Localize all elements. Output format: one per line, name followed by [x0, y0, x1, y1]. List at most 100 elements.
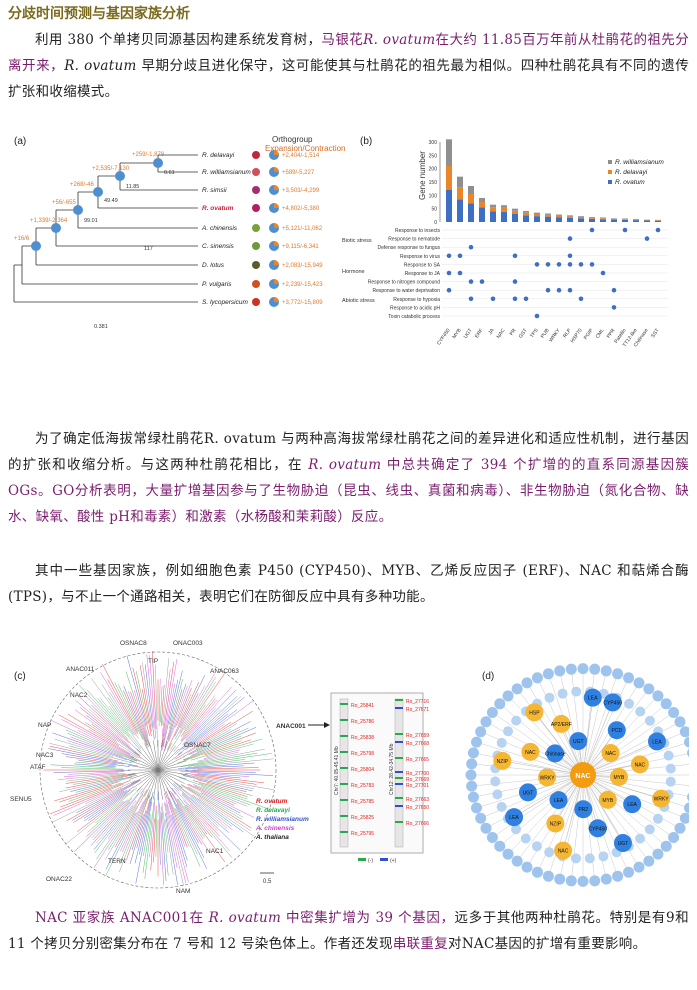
- species-name: A. chinensis: [201, 225, 238, 232]
- y-tick: 150: [429, 180, 438, 186]
- tree-branch: [129, 810, 147, 865]
- tree-branch: [158, 678, 161, 727]
- x-label: UGT: [463, 328, 474, 340]
- tree-branch: [123, 685, 149, 747]
- network-leaf: [665, 776, 676, 787]
- bar-delavayi: [633, 219, 639, 221]
- tree-branch: [168, 790, 205, 858]
- y-tick: 300: [429, 140, 438, 146]
- tree-branch: [135, 801, 152, 884]
- network-leaf: [494, 698, 506, 710]
- tree-branch: [186, 786, 243, 820]
- fig-a-node-pies: [31, 158, 163, 251]
- network-leaf: [521, 677, 533, 689]
- network-node: [613, 834, 632, 853]
- tree-branch: [175, 710, 253, 760]
- bar-delavayi: [567, 216, 573, 218]
- tree-branch: [123, 690, 148, 746]
- tree-branch: [181, 794, 218, 832]
- fig-a-panel-label: (a): [14, 136, 26, 147]
- clade-label: SENU5: [10, 796, 32, 803]
- network-node-label: UGT: [573, 739, 584, 745]
- network-node: [569, 732, 588, 751]
- tree-branch: [49, 719, 140, 762]
- network-node: [554, 841, 573, 860]
- term-dot: [490, 296, 496, 302]
- species-name: D. lotus: [202, 262, 225, 269]
- term-dot: [512, 279, 518, 284]
- bar-delavayi: [446, 166, 452, 190]
- gene-label-chr12: Ro_27701: [406, 783, 429, 789]
- term-dot: [468, 279, 474, 284]
- bar-williamsianum: [523, 211, 529, 213]
- bar-williamsianum: [479, 198, 485, 202]
- go-term: Response to JA: [405, 271, 441, 277]
- network-leaf: [531, 841, 542, 852]
- clade-label: ANAC011: [66, 666, 95, 673]
- network-node: [630, 755, 649, 774]
- x-label: PR: [509, 327, 518, 336]
- svg-text:+56/-655: +56/-655: [52, 200, 77, 206]
- tree-branch: [85, 780, 136, 804]
- species-expansion: +3,772/-15,809: [282, 300, 323, 306]
- tree-branch: [80, 707, 141, 756]
- tree-branch: [191, 727, 257, 756]
- term-dot: [600, 270, 606, 276]
- tree-branch: [174, 788, 230, 852]
- bar-ovatum: [534, 216, 540, 222]
- clade-label: NAM: [176, 888, 190, 895]
- term-dot: [468, 244, 474, 250]
- bar-ovatum: [501, 211, 507, 222]
- tree-branch: [73, 790, 125, 823]
- clade-label: OSNAC7: [184, 742, 211, 749]
- term-dot: [446, 253, 452, 259]
- network-node-label: LEA: [554, 798, 564, 804]
- tree-branch: [101, 684, 136, 736]
- tree-branch: [102, 663, 138, 732]
- network-leaf: [577, 663, 589, 675]
- tree-branch: [177, 798, 205, 838]
- species-expansion: +589/-5,227: [282, 170, 315, 176]
- term-dot: [468, 296, 474, 302]
- tree-branch: [188, 752, 258, 766]
- network-node: [538, 768, 557, 787]
- tree-branch: [176, 798, 204, 840]
- bar-ovatum: [622, 219, 628, 222]
- tree-branch: [119, 789, 151, 865]
- figure-ab: (a) Orthogroup Expansion/Contraction +25…: [13, 135, 668, 348]
- network-leaf: [521, 861, 533, 873]
- species-photo: [252, 204, 260, 212]
- tree-branch: [178, 786, 233, 831]
- network-leaf: [470, 802, 482, 814]
- fig-d-network: CYP450PCDNACLEANACMYBWRKYLEAMYBUGTCYP450…: [465, 663, 689, 887]
- network-node-label: Chitinase: [545, 751, 566, 757]
- gene-label-chr12: Ro_27700: [406, 771, 429, 777]
- tree-branch: [86, 801, 125, 837]
- network-leaf: [633, 677, 645, 689]
- tree-branch: [66, 756, 117, 765]
- clade-label: NAC2: [70, 692, 88, 699]
- species-name: R. delavayi: [202, 152, 235, 159]
- tree-branch: [134, 796, 152, 864]
- network-node: [601, 744, 620, 763]
- tree-branch: [143, 814, 151, 856]
- tree-branch: [49, 783, 124, 815]
- tree-branch: [183, 775, 253, 792]
- tree-branch: [182, 735, 242, 761]
- term-dot: [611, 287, 617, 293]
- clade-label: OSNAC8: [120, 640, 147, 647]
- network-leaf: [475, 726, 487, 738]
- tree-branch: [72, 779, 141, 821]
- network-node-label: PR2: [578, 807, 588, 813]
- tree-branch: [155, 664, 158, 748]
- bar-delavayi: [556, 215, 562, 218]
- fig-a-node-labels: +259/-1,878 +2,535/-7,130 +268/-46 +56/-…: [14, 152, 165, 242]
- bar-williamsianum: [611, 218, 617, 219]
- tree-branch: [94, 808, 129, 854]
- tree-branch: [198, 797, 255, 837]
- go-term: Defense response to fungus: [377, 245, 440, 251]
- tree-branch: [177, 740, 242, 764]
- tree-branch: [67, 713, 120, 746]
- paragraph-1: 利用 380 个单拷贝同源基因构建系统发育树，马银花R. ovatum在大约 1…: [8, 27, 689, 105]
- tree-branch: [75, 761, 116, 767]
